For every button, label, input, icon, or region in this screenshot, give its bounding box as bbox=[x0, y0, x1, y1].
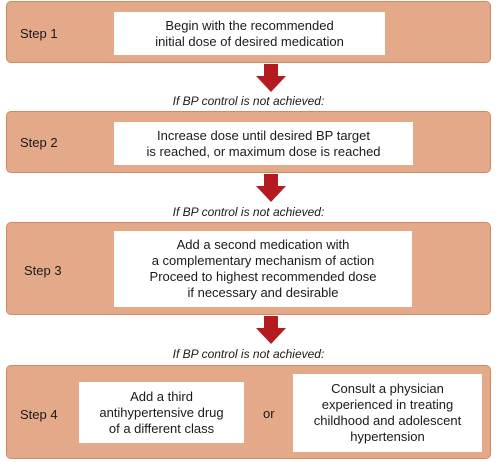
step-2-line: is reached, or maximum dose is reached bbox=[146, 143, 381, 159]
down-arrow-icon bbox=[256, 316, 286, 344]
step-3-label: Step 3 bbox=[24, 263, 62, 278]
step-3-line: Proceed to highest recommended dose bbox=[149, 269, 377, 284]
down-arrow-icon bbox=[256, 64, 286, 92]
step-2-line: Increase dose until desired BP target bbox=[157, 127, 370, 143]
step-4-panel: Step 4 Add a third antihypertensive drug… bbox=[6, 365, 491, 459]
step-4-option-b-line: childhood and adolescent bbox=[313, 413, 462, 428]
step-4-option-b-line: Consult a physician bbox=[331, 381, 444, 396]
step-3-line: if necessary and desirable bbox=[187, 285, 339, 300]
step-4-option-a-box: Add a third antihypertensive drug of a d… bbox=[79, 382, 244, 443]
step-1-box: Begin with the recommended initial dose … bbox=[114, 12, 385, 55]
step-2-label: Step 2 bbox=[20, 135, 58, 150]
step-4-option-a-line: of a different class bbox=[108, 420, 215, 436]
condition-text-3: If BP control is not achieved: bbox=[172, 347, 325, 361]
step-4-label: Step 4 bbox=[20, 407, 58, 422]
step-4-option-a-line: Add a third bbox=[130, 388, 193, 404]
step-2-box: Increase dose until desired BP target is… bbox=[114, 122, 413, 165]
step-3-line: Add a second medication with bbox=[176, 237, 350, 252]
step-3-panel: Step 3 Add a second medication with a co… bbox=[6, 222, 491, 315]
step-3-box: Add a second medication with a complemen… bbox=[114, 231, 412, 307]
down-arrow-icon bbox=[256, 174, 286, 202]
step-4-option-a-line: antihypertensive drug bbox=[99, 404, 224, 420]
step-1-line: initial dose of desired medication bbox=[155, 33, 344, 49]
step-1-line: Begin with the recommended bbox=[165, 17, 334, 33]
condition-text-2: If BP control is not achieved: bbox=[172, 205, 325, 219]
step-1-label: Step 1 bbox=[20, 26, 58, 41]
step-2-panel: Step 2 Increase dose until desired BP ta… bbox=[6, 111, 491, 173]
step-4-option-b-line: experienced in treating bbox=[321, 397, 454, 412]
step-3-line: a complementary mechanism of action bbox=[151, 253, 375, 268]
or-label: or bbox=[263, 406, 275, 421]
condition-text-1: If BP control is not achieved: bbox=[172, 94, 325, 108]
step-4-option-b-box: Consult a physician experienced in treat… bbox=[293, 374, 482, 452]
step-4-option-b-line: hypertension bbox=[350, 429, 425, 444]
step-1-panel: Step 1 Begin with the recommended initia… bbox=[6, 1, 491, 63]
